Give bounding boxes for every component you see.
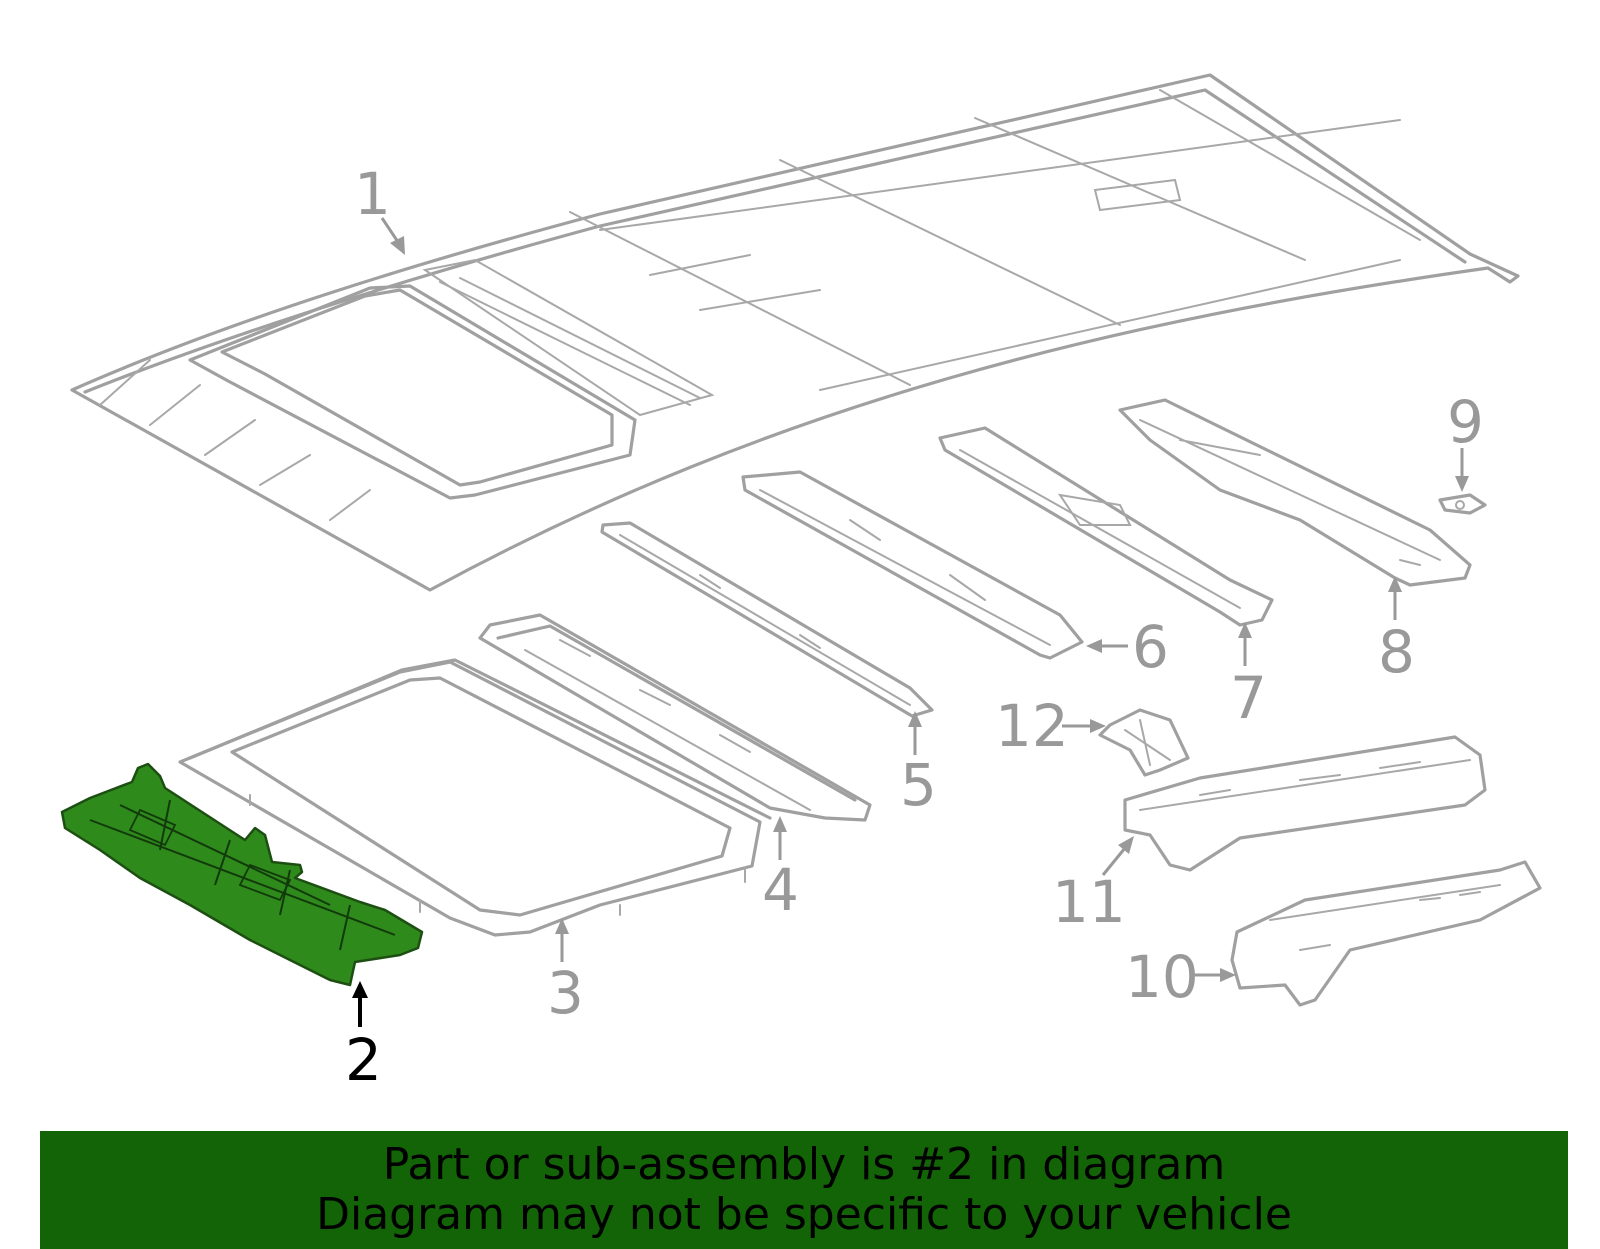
callout-10-arrow xyxy=(1192,968,1236,982)
callout-12-arrow xyxy=(1062,719,1106,733)
callout-9-arrow xyxy=(1455,448,1469,492)
callout-5-arrow xyxy=(908,711,922,755)
callout-11[interactable]: 11 xyxy=(1052,868,1126,936)
callout-5[interactable]: 5 xyxy=(900,751,937,819)
part-9-bracket[interactable] xyxy=(1438,493,1487,515)
callout-6-arrow xyxy=(1086,639,1128,653)
part-10-side-reinforcement[interactable] xyxy=(1230,860,1542,1007)
callout-12[interactable]: 12 xyxy=(995,692,1069,760)
callout-4-arrow xyxy=(773,816,787,860)
callout-7[interactable]: 7 xyxy=(1230,664,1267,732)
callout-10[interactable]: 10 xyxy=(1125,943,1199,1011)
callout-2[interactable]: 2 xyxy=(345,1026,382,1094)
part-6-roof-bow[interactable] xyxy=(741,470,1084,660)
callout-8-arrow xyxy=(1388,576,1402,620)
callout-2-arrow xyxy=(352,981,368,1027)
part-1-roof-panel[interactable] xyxy=(70,73,1520,592)
banner-line-part: Part or sub-assembly is #2 in diagram xyxy=(382,1139,1226,1190)
callout-1-arrow xyxy=(380,217,405,255)
callout-4[interactable]: 4 xyxy=(762,856,799,924)
parts-diagram: 1 2 3 4 5 xyxy=(60,73,1542,1094)
part-4-roof-bow[interactable] xyxy=(478,613,872,822)
callout-8[interactable]: 8 xyxy=(1378,618,1415,686)
callout-3-arrow xyxy=(555,918,569,962)
part-3-sunroof-frame[interactable] xyxy=(178,658,772,937)
part-5-roof-bow[interactable] xyxy=(600,521,934,718)
callout-6[interactable]: 6 xyxy=(1132,613,1169,681)
callout-9[interactable]: 9 xyxy=(1447,388,1484,456)
banner-line-disclaimer: Diagram may not be specific to your vehi… xyxy=(316,1189,1292,1240)
callout-3[interactable]: 3 xyxy=(547,959,584,1027)
part-7-roof-bow[interactable] xyxy=(938,426,1274,627)
part-11-roof-rail[interactable] xyxy=(1123,735,1487,872)
info-banner: Part or sub-assembly is #2 in diagram Di… xyxy=(40,1131,1568,1249)
part-2-roof-front-panel[interactable] xyxy=(60,762,424,987)
callout-11-arrow xyxy=(1101,836,1134,876)
callout-1[interactable]: 1 xyxy=(354,160,391,228)
part-12-gusset[interactable] xyxy=(1098,708,1190,777)
callout-7-arrow xyxy=(1238,622,1252,666)
part-8-rear-header[interactable] xyxy=(1118,398,1472,587)
